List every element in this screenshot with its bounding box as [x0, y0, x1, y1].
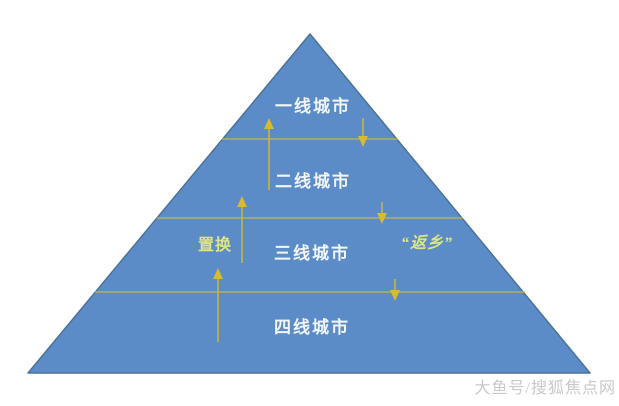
tier-2-label: 二线城市: [275, 171, 351, 191]
watermark: 大鱼号/搜狐焦点网: [475, 379, 616, 397]
return-arrow-tier3-to-tier4: [390, 279, 400, 301]
tier-3-label: 三线城市: [274, 243, 350, 263]
tier-4-label: 四线城市: [274, 317, 350, 337]
upgrade-arrow-tier4-to-tier3: [213, 268, 223, 342]
upgrade-arrow-tier2-to-tier1: [264, 118, 274, 190]
upgrade-flow-label: 置换: [198, 235, 232, 254]
pyramid-shape: [27, 33, 591, 374]
return-flow-label: “返乡”: [401, 234, 453, 252]
return-arrow-tier2-to-tier3: [377, 202, 387, 224]
tier-1-label: 一线城市: [275, 96, 351, 116]
return-arrow-tier1-to-tier2: [358, 118, 368, 147]
upgrade-arrow-tier3-to-tier2: [237, 196, 247, 263]
